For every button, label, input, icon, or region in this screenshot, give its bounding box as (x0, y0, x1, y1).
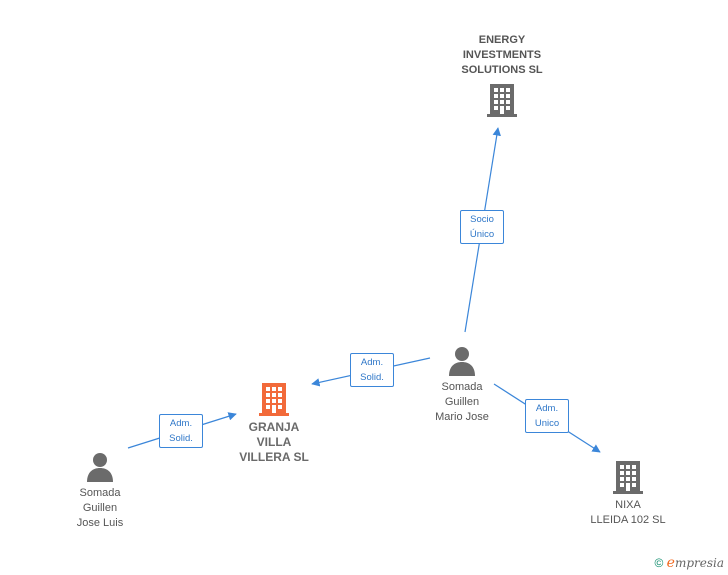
person-icon (87, 453, 113, 482)
building-icon (259, 383, 289, 416)
node-nixa-lleida[interactable]: NIXA LLEIDA 102 SL (576, 459, 680, 528)
empresia-logo[interactable]: © empresia (654, 555, 724, 571)
node-label: NIXA LLEIDA 102 SL (590, 499, 666, 526)
edge-label-adm-unico: Adm. Unico (525, 399, 569, 433)
node-person-mario-jose[interactable]: Somada Guillen Mario Jose (416, 345, 508, 425)
edge-label-adm-solid-joseluis: Adm. Solid. (159, 414, 203, 448)
person-icon (449, 347, 475, 376)
edge-label-socio-unico: Socio Único (460, 210, 504, 244)
copyright-icon: © (654, 556, 664, 570)
edge-label-adm-solid-mario: Adm. Solid. (350, 353, 394, 387)
brand-e: e (666, 555, 675, 571)
node-label: ENERGY INVESTMENTS SOLUTIONS SL (461, 34, 543, 76)
node-label: GRANJA VILLA VILLERA SL (239, 420, 309, 464)
building-icon (487, 84, 517, 117)
node-person-jose-luis[interactable]: Somada Guillen Jose Luis (54, 451, 146, 531)
brand-rest: mpresia (674, 556, 724, 570)
node-energy-investments[interactable]: ENERGY INVESTMENTS SOLUTIONS SL (442, 33, 562, 118)
node-label: Somada Guillen Mario Jose (435, 381, 489, 423)
building-icon (613, 461, 643, 494)
node-label: Somada Guillen Jose Luis (76, 487, 124, 529)
node-granja-villa-villera[interactable]: GRANJA VILLA VILLERA SL (228, 381, 320, 465)
